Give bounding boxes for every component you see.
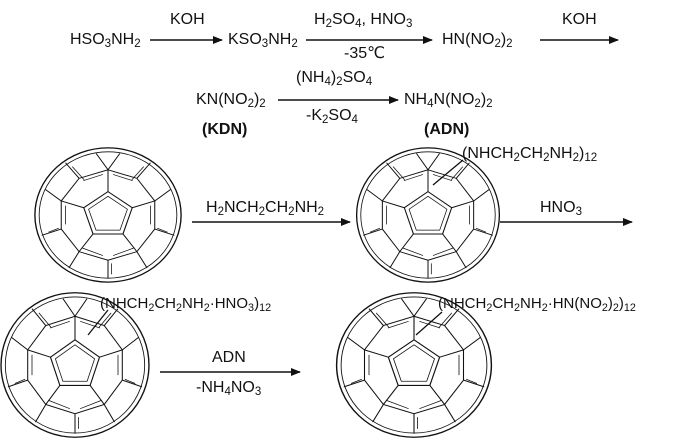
compound-adn: NH4N(NO2)2 bbox=[404, 91, 493, 111]
substituent-bond-1 bbox=[432, 159, 464, 186]
substituent-ethylenediamine: (NHCH2CH2NH2)12 bbox=[462, 145, 598, 165]
byproduct-ammonium-nitrate: -NH4NO3 bbox=[196, 379, 262, 399]
reagent-nitric-acid: HNO3 bbox=[540, 199, 582, 219]
reagent-ethylenediamine: H2NCH2CH2NH2 bbox=[206, 199, 325, 219]
substituent-bond-3 bbox=[415, 311, 443, 336]
reagent-acids: H2SO4, HNO3 bbox=[314, 11, 413, 31]
fullerene-salt bbox=[0, 292, 150, 438]
fullerene-c60 bbox=[34, 147, 182, 283]
compound-dinitramide: HN(NO2)2 bbox=[442, 31, 513, 51]
substituent-bond-2 bbox=[87, 309, 109, 336]
compound-sulfamic-acid: HSO3NH2 bbox=[70, 31, 141, 51]
byproduct-potassium-sulfate: -K2SO4 bbox=[306, 107, 358, 127]
reagent-koh-1: KOH bbox=[170, 11, 205, 28]
reagent-ammonium-sulfate: (NH4)2SO4 bbox=[296, 69, 373, 89]
reaction-temperature: -35℃ bbox=[344, 45, 386, 62]
reagent-adn: ADN bbox=[212, 349, 246, 366]
substituent-dinitramide-salt: (NHCH2CH2NH2·HN(NO2)2)12 bbox=[438, 295, 636, 315]
label-adn: (ADN) bbox=[424, 121, 470, 138]
compound-kdn: KN(NO2)2 bbox=[196, 91, 266, 111]
reagent-koh-2: KOH bbox=[562, 11, 597, 28]
compound-potassium-sulfamate: KSO3NH2 bbox=[228, 31, 298, 51]
fullerene-final bbox=[335, 292, 493, 438]
substituent-nitrate-salt: (NHCH2CH2NH2·HNO3)12 bbox=[100, 295, 272, 315]
fullerene-product-1 bbox=[355, 147, 501, 283]
label-kdn: (KDN) bbox=[202, 121, 248, 138]
